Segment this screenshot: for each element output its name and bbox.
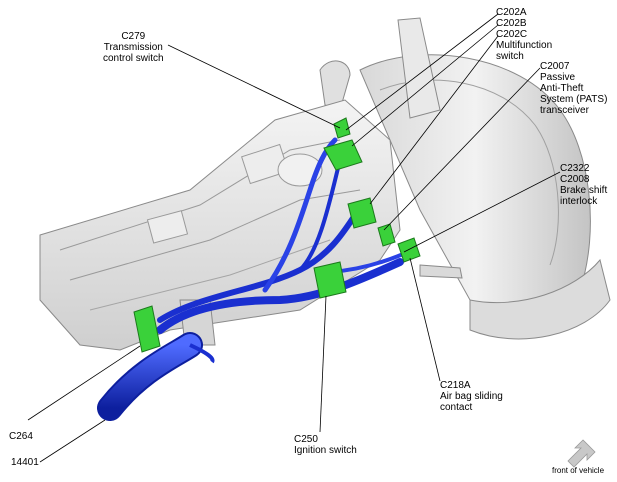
steering-column-housing [39, 99, 463, 351]
leader-lines [27, 13, 561, 463]
front-of-vehicle-arrow-icon [567, 439, 596, 468]
label-c264: C264 [9, 431, 33, 442]
connector-c250 [313, 261, 347, 299]
connectors [133, 117, 421, 353]
connector-c202 [323, 139, 363, 171]
connector-c2007 [377, 223, 396, 247]
wiring-harness [97, 137, 410, 421]
connector-c2322 [397, 237, 421, 263]
connector-c279 [333, 117, 351, 139]
front-of-vehicle-label: front of vehicle [552, 466, 605, 475]
steering-wheel-hub [359, 54, 611, 340]
connector-c202c [347, 197, 377, 229]
label-14401: 14401 [11, 457, 39, 468]
connector-c264 [133, 305, 161, 353]
